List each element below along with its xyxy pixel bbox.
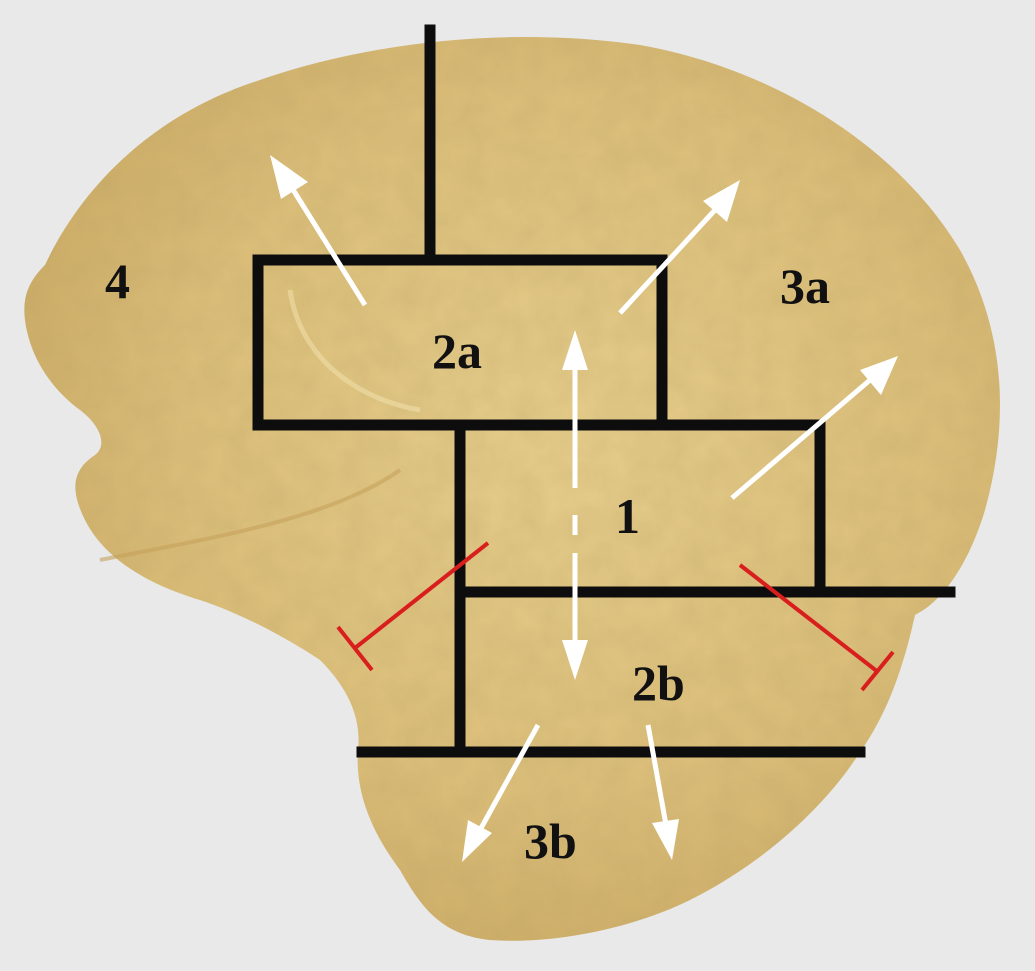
region-label-2a: 2a: [432, 323, 482, 379]
region-label-4: 4: [105, 253, 130, 309]
region-label-2b: 2b: [632, 655, 685, 711]
region-label-3b: 3b: [524, 813, 577, 869]
region-label-1: 1: [615, 488, 640, 544]
region-label-3a: 3a: [780, 258, 830, 314]
